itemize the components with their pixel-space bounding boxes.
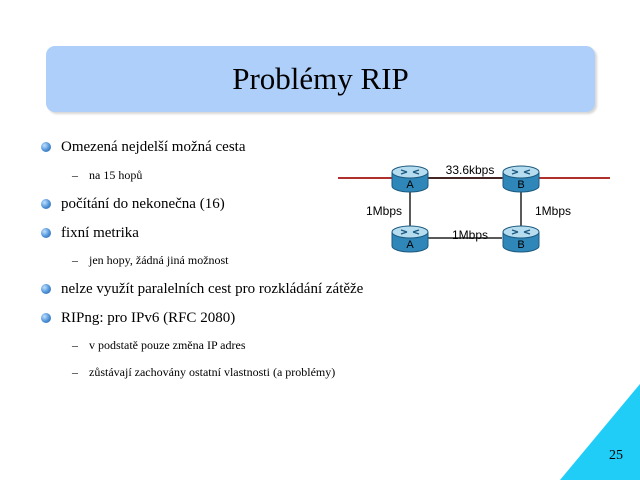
bullet-icon [41,313,51,323]
link-top-label: 33.6kbps [446,163,495,177]
bullet-item: nelze využít paralelních cest pro rozklá… [41,281,404,298]
router-label: A [406,179,414,191]
bullet-text: fixní metrika [61,225,139,241]
slide-title: Problémy RIP [232,61,409,96]
title-box: Problémy RIP [46,46,595,112]
sub-bullet-item: –na 15 hopů [72,168,142,183]
sub-bullet-item: –zůstávají zachovány ostatní vlastnosti … [72,365,335,380]
bullet-icon [41,284,51,294]
router-label: B [517,179,524,191]
bullet-icon [41,199,51,209]
router-icon: B [502,225,540,253]
bullet-text: RIPng: pro IPv6 (RFC 2080) [61,310,236,326]
sub-bullet-text: jen hopy, žádná jiná možnost [89,253,229,267]
bullet-item: počítání do nekonečna (16) [41,196,404,213]
router-icon: A [391,165,429,193]
sub-bullet-text: na 15 hopů [89,168,143,182]
bullet-item: RIPng: pro IPv6 (RFC 2080) [41,310,404,327]
router-label: A [406,239,414,251]
dash-icon: – [72,168,78,182]
router-icon: B [502,165,540,193]
bullet-text: nelze využít paralelních cest pro rozklá… [61,281,364,297]
router-icon: A [391,225,429,253]
page-number: 25 [609,448,623,463]
sub-bullet-text: v podstatě pouze změna IP adres [89,338,246,352]
dash-icon: – [72,253,78,267]
link-left-label: 1Mbps [366,204,402,218]
bullet-item: fixní metrika [41,225,404,242]
bullet-text: Omezená nejdelší možná cesta [61,139,246,155]
bullet-item: Omezená nejdelší možná cesta [41,139,404,156]
bullet-text: počítání do nekonečna (16) [61,196,225,212]
sub-bullet-text: zůstávají zachovány ostatní vlastnosti (… [89,365,336,379]
sub-bullet-item: –v podstatě pouze změna IP adres [72,338,246,353]
link-right-label: 1Mbps [535,204,571,218]
sub-bullet-item: –jen hopy, žádná jiná možnost [72,253,229,268]
bullet-icon [41,142,51,152]
network-diagram: 33.6kbps 1Mbps 1Mbps 1Mbps A B A B [338,163,610,253]
corner-triangle [560,384,640,480]
link-bottom-label: 1Mbps [452,228,488,242]
dash-icon: – [72,338,78,352]
bullet-icon [41,228,51,238]
router-label: B [517,239,524,251]
dash-icon: – [72,365,78,379]
